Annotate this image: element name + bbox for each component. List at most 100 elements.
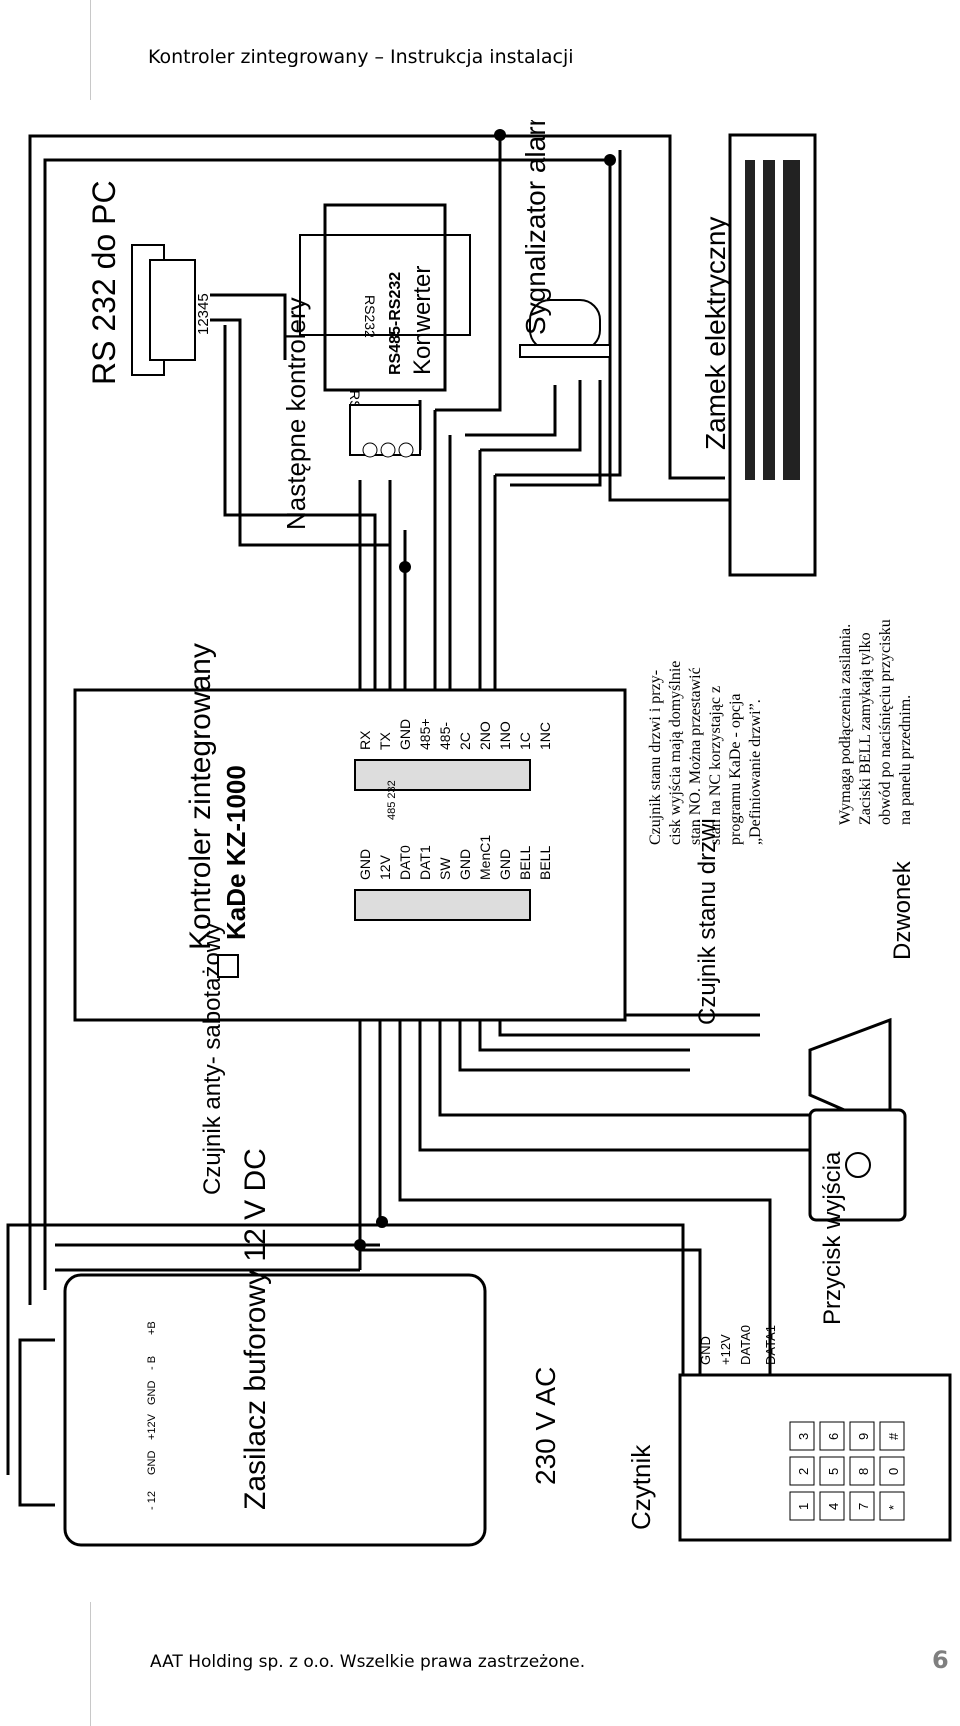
svg-text:GND: GND [497,849,513,880]
rs232-connector: RS 232 do PC 12345 [86,180,212,385]
terminals-left: GND 12V DAT0 DAT1 SW GND MenC1 GND BELL … [357,835,553,880]
svg-text:BELL: BELL [517,846,533,880]
svg-text:Zaciski BELL zamykają tylko: Zaciski BELL zamykają tylko [857,632,874,825]
svg-text:cisk wyjścia mają domyślnie: cisk wyjścia mają domyślnie [667,661,684,845]
keypad-key [789,1491,815,1521]
keypad-key-label: 2 [796,1468,811,1475]
svg-text:+12V: +12V [146,1413,158,1440]
door-note: Czujnik stanu drzwi i przy- cisk wyjścia… [647,661,764,845]
svg-text:DATA0: DATA0 [738,1325,753,1365]
svg-text:RX: RX [357,730,373,750]
keypad-key-label: 8 [856,1468,871,1475]
keypad-key-label: 3 [796,1433,811,1440]
terminals-right: RX TX GND 485+ 485- 2C 2NO 1NO 1C 1NC [357,718,553,750]
card-reader: Czytnik GND +12V DATA0 DATA1 1 2 3 4 5 6 7 8 9 * 0… [626,1325,952,1542]
keypad-key [819,1456,845,1486]
svg-text:485+: 485+ [417,718,433,750]
next-controllers-label: Następne kontrolery [281,297,311,530]
power-note: Wymaga podłączenia zasilania. Zaciski BE… [837,619,914,825]
footer-rule [90,1602,91,1726]
keypad-key-label: # [886,1432,901,1440]
svg-text:programu KaDe - opcja: programu KaDe - opcja [727,694,744,846]
wire-psu-loop [18,1338,55,1507]
keypad-key-label: 6 [826,1433,841,1440]
keypad-key [849,1421,875,1451]
svg-text:12V: 12V [377,854,393,880]
converter-model: RS485-RS232 [387,272,404,375]
svg-text:GND: GND [698,1336,713,1365]
svg-text:- B: - B [146,1356,158,1370]
power-supply: Zasilacz buforowy 12 V DC 230 V AC - 12 … [63,1148,561,1547]
svg-text:+12V: +12V [718,1334,733,1365]
svg-text:SW: SW [437,857,453,880]
page-number: 6 [932,1646,949,1674]
svg-text:Wymaga podłączenia zasilania.: Wymaga podłączenia zasilania. [837,624,854,825]
svg-text:BELL: BELL [537,846,553,880]
keypad-key-label: 9 [856,1433,871,1440]
keypad-key [789,1456,815,1486]
svg-text:DAT0: DAT0 [397,845,413,880]
svg-text:stan na NC korzystając z: stan na NC korzystając z [707,686,724,845]
keypad-key [819,1421,845,1451]
keypad-key-label: * [886,1505,901,1510]
keypad-key-label: 5 [826,1468,841,1475]
rs232-pins: 12345 [195,293,212,335]
svg-text:230 V AC: 230 V AC [530,1367,561,1485]
svg-text:Dzwonek: Dzwonek [889,860,916,960]
wiring-diagram: RS 232 do PC 12345 Konwerter RS485-RS232… [6,120,952,1547]
svg-text:1C: 1C [517,732,533,750]
converter-rs232: RS232 [362,295,378,338]
keypad-key-label: 7 [856,1503,871,1510]
svg-text:DATA1: DATA1 [763,1325,778,1365]
keypad-key-label: 0 [886,1468,901,1475]
controller-model: KaDe KZ-1000 [221,765,251,940]
svg-text:GND: GND [457,849,473,880]
svg-text:GND: GND [146,1451,158,1476]
page-header: Kontroler zintegrowany – Instrukcja inst… [148,46,574,68]
svg-text:DAT1: DAT1 [417,845,433,880]
svg-text:Czujnik stanu drzwi i przy-: Czujnik stanu drzwi i przy- [647,670,664,845]
svg-text:Sygnalizator alarmu: Sygnalizator alarmu [520,120,551,335]
keypad-key [879,1491,905,1521]
svg-text:GND: GND [146,1381,158,1406]
keypad-key [849,1456,875,1486]
svg-text:+B: +B [146,1321,158,1335]
svg-text:Zasilacz buforowy 12 V DC: Zasilacz buforowy 12 V DC [239,1148,272,1510]
svg-text:na panelu przednim.: na panelu przednim. [897,695,914,825]
svg-text:Czytnik: Czytnik [626,1444,656,1530]
keypad-key-label: 1 [796,1503,811,1510]
exit-button: Przycisk wyjścia [808,1108,907,1325]
controller-board: Kontroler zintegrowany KaDe KZ-1000 RX T… [73,643,627,1022]
svg-text:2C: 2C [457,732,473,750]
svg-text:GND: GND [397,719,413,750]
electric-lock: Zamek elektryczny [700,133,817,577]
svg-text:1NO: 1NO [497,721,513,750]
lock-label: Zamek elektryczny [700,217,731,450]
svg-text:- 12: - 12 [146,1491,158,1510]
converter-block: Konwerter RS485-RS232 RS232 RS485 [299,203,471,458]
svg-text:„Definiowanie drzwi”.: „Definiowanie drzwi”. [747,699,764,845]
keypad-key [819,1491,845,1521]
svg-text:1NC: 1NC [537,722,553,750]
svg-text:485 232: 485 232 [386,780,398,820]
keypad-key [879,1456,905,1486]
keypad-key [879,1421,905,1451]
keypad-key [849,1491,875,1521]
controller-title: Kontroler zintegrowany [184,643,217,950]
rs232-label: RS 232 do PC [86,180,122,385]
wire-outer-1 [28,134,725,1305]
svg-text:Przycisk wyjścia: Przycisk wyjścia [819,1151,846,1325]
svg-text:obwód po naciśnięciu przycisku: obwód po naciśnięciu przycisku [877,619,894,825]
svg-text:485-: 485- [437,722,453,750]
door-sensor-label: Czujnik stanu drzwi [694,818,721,1025]
svg-text:2NO: 2NO [477,721,493,750]
svg-text:TX: TX [377,731,393,750]
header-rule [90,0,91,100]
tamper-switch [217,954,239,978]
bell: Dzwonek [808,860,916,1133]
siren: Sygnalizator alarmu [519,120,611,358]
svg-text:MenC1: MenC1 [477,835,493,880]
keypad-key-label: 4 [826,1503,841,1510]
keypad-key [789,1421,815,1451]
converter-title: Konwerter [409,266,436,375]
